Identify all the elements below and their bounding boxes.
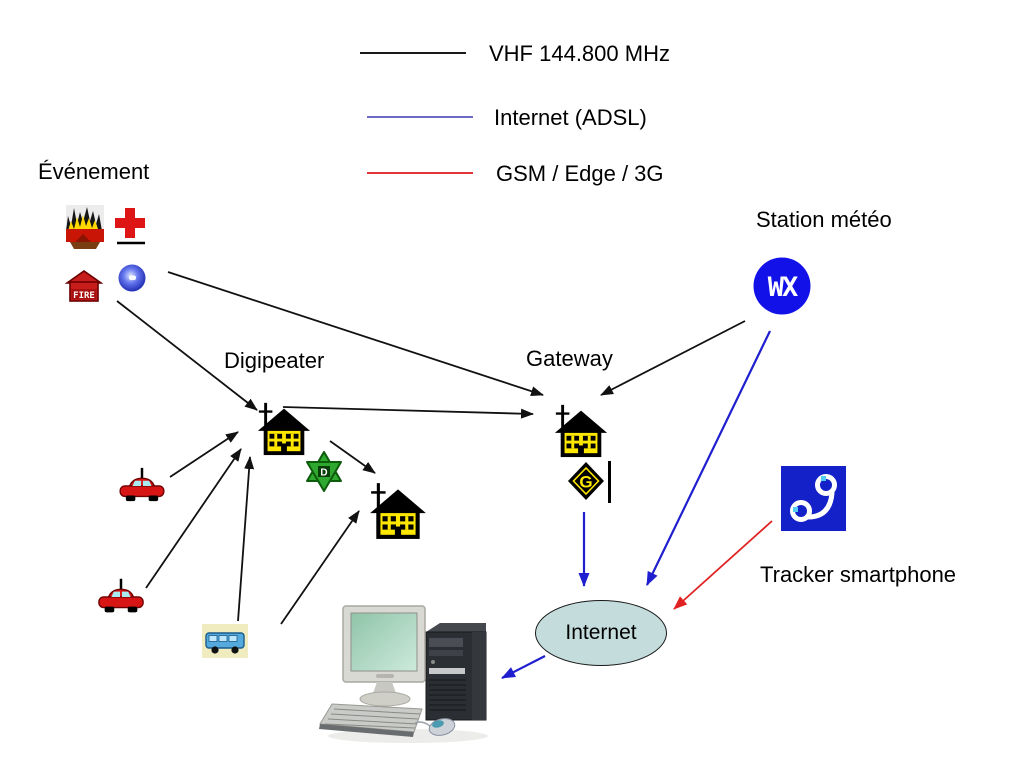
edge-weather-to-gateway — [600, 320, 746, 396]
edge-car1-to-digipeater — [169, 431, 239, 478]
edge-internet-to-computer — [501, 655, 546, 679]
edge-event-to-gateway — [167, 271, 544, 397]
weather-station-label: Station météo — [756, 207, 892, 232]
legend-label-internet-adsl: Internet (ADSL) — [494, 105, 647, 130]
relay-house-icon — [367, 479, 429, 541]
blue-sphere-icon — [118, 264, 146, 292]
red-cross-icon — [115, 208, 145, 245]
car-icon — [96, 576, 146, 616]
tracker-smartphone-label: Tracker smartphone — [760, 562, 957, 587]
fire-station-icon: FIRE — [65, 270, 103, 302]
svg-text:WX: WX — [768, 272, 798, 303]
legend-line-vhf — [360, 52, 466, 54]
g-diamond-icon: G — [568, 462, 604, 500]
desktop-computer-icon — [319, 605, 488, 743]
digipeater-house-icon — [255, 399, 313, 457]
legend-line-internet-adsl — [367, 116, 473, 118]
car-icon — [117, 466, 167, 504]
gateway-house-icon — [552, 401, 610, 459]
gateway-label: Gateway — [526, 346, 613, 371]
van-icon — [202, 624, 248, 658]
svg-text:FIRE: FIRE — [73, 291, 95, 301]
legend-line-gsm — [367, 172, 473, 174]
gateway-antenna-bar — [608, 461, 611, 503]
legend-label-vhf: VHF 144.800 MHz — [489, 41, 670, 66]
edge-tracker-to-internet — [673, 520, 773, 610]
svg-text:D: D — [320, 468, 327, 479]
fire-icon — [66, 205, 104, 249]
edge-weather-to-internet — [646, 330, 771, 586]
internet-cloud: Internet — [535, 600, 667, 666]
legend-label-gsm: GSM / Edge / 3G — [496, 161, 664, 186]
event-label: Événement — [38, 159, 150, 184]
svg-text:G: G — [579, 473, 592, 492]
digipeater-label: Digipeater — [224, 348, 325, 373]
wx-station-icon: WX — [753, 257, 811, 315]
edge-van-to-digipeater — [237, 456, 255, 622]
internet-cloud-label: Internet — [565, 621, 637, 644]
phone-handset-icon — [781, 466, 846, 531]
edge-digipeater-to-gateway — [282, 406, 534, 419]
star-d-icon: D — [306, 451, 342, 492]
